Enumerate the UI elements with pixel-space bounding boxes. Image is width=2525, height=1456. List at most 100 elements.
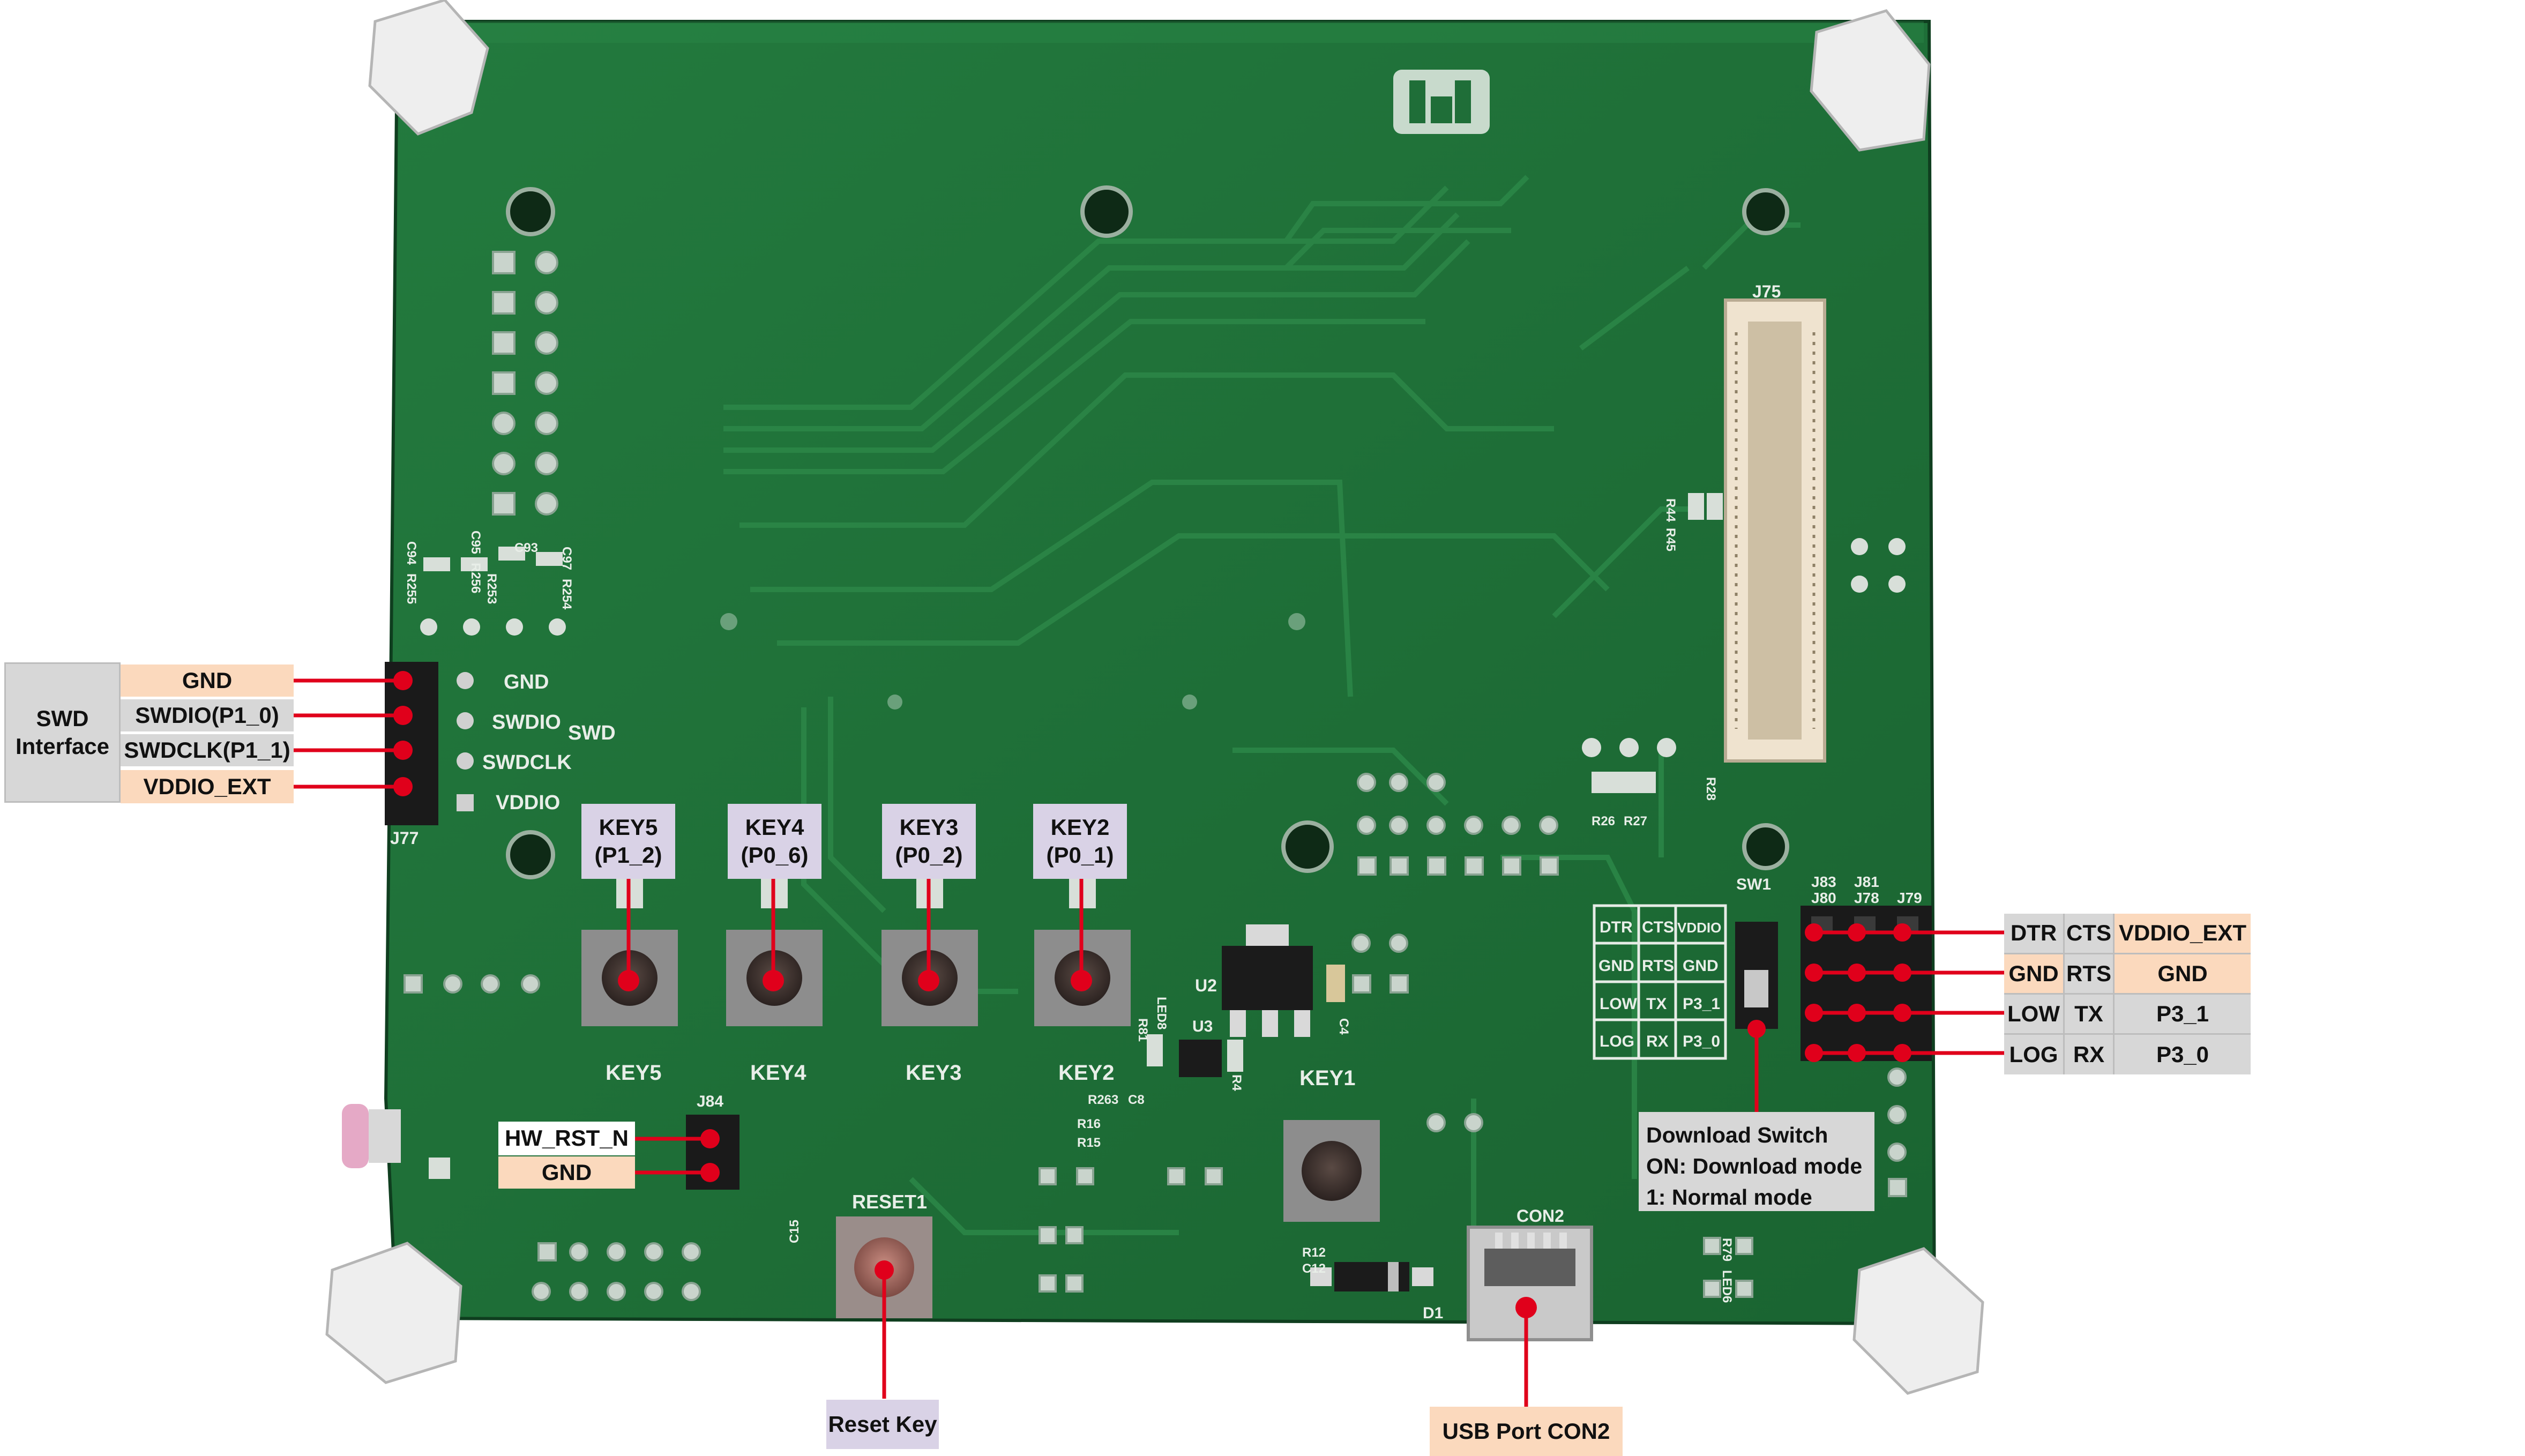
silk-grid-r3c2: TX (1646, 995, 1667, 1013)
swd-group-label-line1: SWD (36, 705, 89, 731)
pcb-traces (723, 175, 1801, 1235)
swd-pin-swdio: SWDIO(P1_0) (121, 699, 294, 731)
silk-ref-r255: R255 (404, 573, 419, 604)
silk-swd-swdio: SWDIO (492, 711, 561, 734)
key2-name: KEY2 (1050, 814, 1110, 840)
hw-rst-gnd-label: GND (498, 1156, 635, 1189)
bottom-pad-grid (404, 934, 1483, 1301)
silk-j79: J79 (1897, 890, 1922, 906)
uart-r2-c1: GND (2004, 954, 2063, 993)
silk-grid-r2c1: GND (1598, 957, 1634, 975)
download-switch-line1: Download Switch (1646, 1123, 1828, 1147)
key3-label: KEY3 (P0_2) (882, 804, 976, 879)
u3-chip (1147, 1034, 1243, 1077)
swd-pin-vddio-ext: VDDIO_EXT (121, 770, 294, 803)
usb-port-label: USB Port CON2 (1430, 1407, 1623, 1456)
right-edge-pads (1703, 1067, 1907, 1298)
silk-j78: J78 (1854, 890, 1879, 906)
logo (1393, 70, 1490, 134)
silk-ref-r256: R256 (468, 563, 483, 593)
uart-r4-c3: P3_0 (2115, 1035, 2251, 1074)
key4-name: KEY4 (745, 814, 804, 840)
silk-grid-r4c2: RX (1646, 1033, 1669, 1050)
silkscreen-text: GND SWDIO SWDCLK VDDIO SWD J77 J75 KEY5 … (390, 282, 1922, 1322)
silk-grid-r4c1: LOG (1600, 1033, 1634, 1050)
silk-grid-r1c3: VDDIO (1677, 920, 1721, 936)
silk-ref-r45: R45 (1663, 528, 1678, 551)
silk-key3: KEY3 (906, 1061, 962, 1085)
key1-switch (1283, 1120, 1380, 1222)
silk-ref-c93: C93 (514, 541, 538, 555)
silk-swd-title: SWD (568, 722, 616, 744)
hw-rst-n-label: HW_RST_N (498, 1122, 635, 1155)
uart-r1-c1: DTR (2004, 914, 2063, 953)
silk-ref-led8: LED8 (1154, 997, 1169, 1029)
uart-r4-c2: RX (2065, 1035, 2113, 1074)
silk-grid-r3c3: P3_1 (1683, 995, 1720, 1013)
swd-group-label-line2: Interface (15, 734, 110, 759)
silk-u2: U2 (1195, 976, 1217, 995)
key4-label: KEY4 (P0_6) (728, 804, 821, 879)
silk-grid-r4c3: P3_0 (1683, 1033, 1720, 1050)
passives-cluster (420, 547, 566, 636)
silk-j81: J81 (1854, 873, 1879, 890)
swd-pin-swdclk: SWDCLK(P1_1) (121, 734, 294, 766)
silk-grid-r3c1: LOW (1600, 995, 1638, 1013)
silk-reset1: RESET1 (852, 1191, 927, 1213)
silk-grid-r1c2: CTS (1642, 919, 1674, 936)
swd-header-j77 (385, 662, 474, 825)
swd-pin-gnd: GND (121, 664, 294, 697)
reset-key-label: Reset Key (826, 1400, 939, 1449)
key4-port: (P0_6) (741, 842, 809, 868)
download-switch-line2: ON: Download mode (1646, 1154, 1863, 1179)
uart-table: DTR CTS VDDIO_EXT GND RTS GND LOW TX P3_… (2004, 914, 2251, 1074)
d1-diode (1310, 1262, 1433, 1291)
uart-r1-c3: VDDIO_EXT (2115, 914, 2251, 953)
silk-ref-led6: LED6 (1720, 1270, 1734, 1303)
silk-d1: D1 (1423, 1304, 1443, 1322)
via-dots (720, 613, 1305, 710)
uart-r4-c1: LOG (2004, 1035, 2063, 1074)
key2-label: KEY2 (P0_1) (1033, 804, 1127, 879)
silk-ref-c95: C95 (468, 531, 483, 554)
silk-ref-r254: R254 (559, 579, 574, 610)
silk-con2: CON2 (1517, 1206, 1564, 1226)
silk-ref-r263: R263 (1088, 1093, 1118, 1107)
key2-port: (P0_1) (1046, 842, 1114, 868)
key5-name: KEY5 (599, 814, 658, 840)
silk-ref-c97: C97 (559, 547, 574, 570)
silk-ref-r253: R253 (484, 573, 499, 604)
silk-grid-r2c2: RTS (1642, 957, 1674, 975)
silk-swd-gnd: GND (504, 671, 549, 693)
key5-port: (P1_2) (594, 842, 662, 868)
standoffs (325, 0, 1984, 1395)
silk-sw1: SW1 (1736, 876, 1771, 893)
silk-ref-r27: R27 (1624, 814, 1647, 828)
silk-grid (1593, 904, 1727, 1060)
silk-key5: KEY5 (606, 1061, 662, 1085)
uart-r2-c3: GND (2115, 954, 2251, 993)
download-switch-line3: 1: Normal mode (1646, 1185, 1812, 1210)
silk-ref-r28: R28 (1704, 777, 1718, 801)
silk-ref-r44: R44 (1663, 498, 1678, 522)
uart-r1-c2: CTS (2065, 914, 2113, 953)
key3-port: (P0_2) (895, 842, 963, 868)
silk-u3: U3 (1192, 1018, 1213, 1035)
silk-key4: KEY4 (750, 1061, 806, 1085)
silk-ref-r26: R26 (1592, 814, 1615, 828)
silk-j83: J83 (1811, 873, 1836, 890)
silk-ref-r15: R15 (1077, 1136, 1101, 1150)
key5-label: KEY5 (P1_2) (581, 804, 675, 879)
silk-ref-r81: R81 (1135, 1018, 1150, 1042)
download-switch-label: Download Switch ON: Download mode 1: Nor… (1639, 1112, 1874, 1211)
callout-dots (393, 671, 1911, 1318)
silk-ref-c94: C94 (404, 541, 419, 565)
uart-r3-c1: LOW (2004, 995, 2063, 1033)
silk-ref-c12: C12 (1302, 1261, 1326, 1276)
uart-r3-c2: TX (2065, 995, 2113, 1033)
silk-ref-c4: C4 (1336, 1018, 1351, 1035)
mounting-holes (506, 185, 1789, 879)
silk-ref-r12: R12 (1302, 1245, 1326, 1260)
silk-grid-r1c1: DTR (1600, 919, 1633, 936)
